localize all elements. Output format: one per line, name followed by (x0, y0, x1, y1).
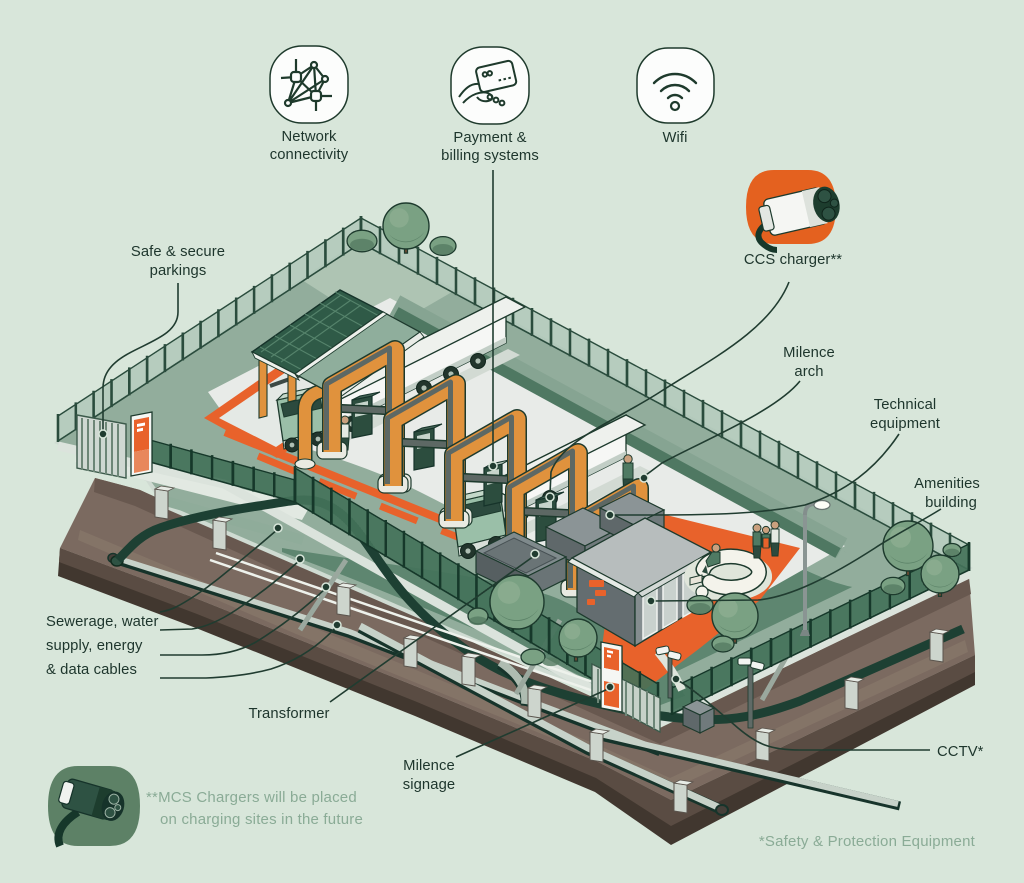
svg-text:supply, energy: supply, energy (46, 638, 143, 654)
svg-text:Wifi: Wifi (662, 130, 687, 146)
svg-text:Payment &: Payment & (453, 130, 526, 146)
svg-text:Network: Network (282, 129, 337, 145)
svg-text:signage: signage (403, 777, 456, 793)
svg-text:Amenities: Amenities (914, 476, 980, 492)
svg-text:CCS charger**: CCS charger** (744, 252, 842, 268)
svg-text:Milence: Milence (403, 758, 455, 774)
svg-text:CCTV*: CCTV* (937, 744, 984, 760)
svg-text:Transformer: Transformer (248, 706, 329, 722)
svg-text:Milence: Milence (783, 345, 835, 361)
svg-text:equipment: equipment (870, 416, 940, 432)
svg-text:connectivity: connectivity (270, 147, 349, 163)
svg-text:& data cables: & data cables (46, 662, 137, 678)
svg-text:Technical: Technical (874, 397, 937, 413)
svg-text:arch: arch (794, 364, 823, 380)
svg-text:Sewerage, water: Sewerage, water (46, 614, 159, 630)
svg-text:building: building (925, 495, 977, 511)
svg-text:parkings: parkings (150, 263, 207, 279)
svg-text:Safe & secure: Safe & secure (131, 244, 225, 260)
svg-text:*Safety & Protection Equipment: *Safety & Protection Equipment (759, 833, 976, 850)
svg-text:**MCS Chargers will be placed: **MCS Chargers will be placed (146, 789, 357, 806)
svg-text:billing systems: billing systems (441, 148, 539, 164)
svg-text:on charging sites in the futur: on charging sites in the future (160, 811, 363, 828)
